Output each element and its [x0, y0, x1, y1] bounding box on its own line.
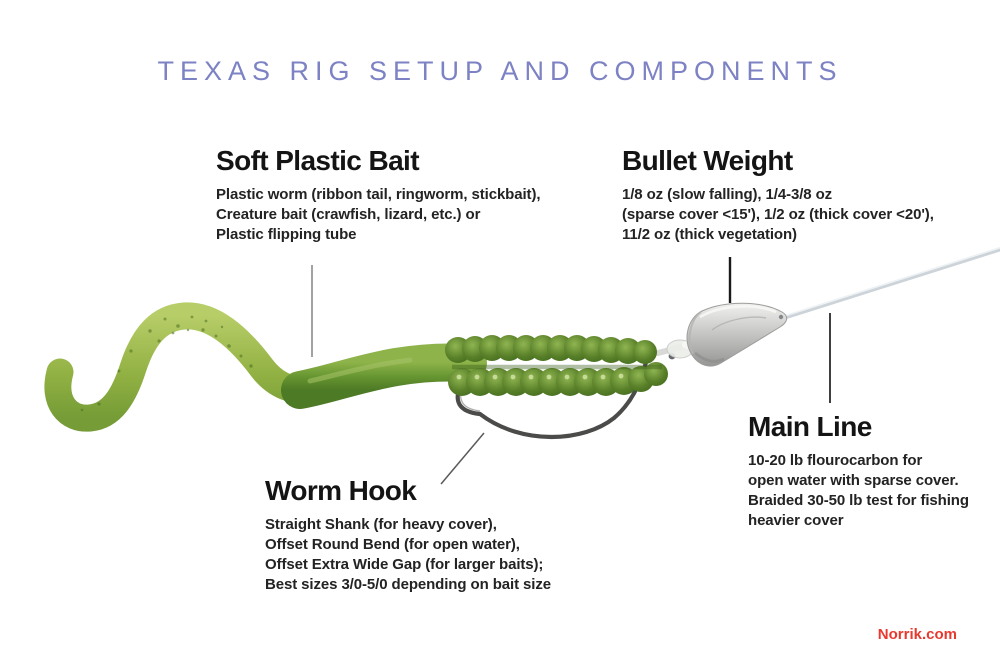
- worm-hook-description: Straight Shank (for heavy cover), Offset…: [265, 515, 551, 595]
- description-line: Plastic worm (ribbon tail, ringworm, sti…: [216, 186, 541, 203]
- worm-ribs: [432, 335, 684, 396]
- callout-line-worm-hook: [440, 432, 485, 485]
- soft-plastic-bait-description: Plastic worm (ribbon tail, ringworm, sti…: [216, 185, 541, 245]
- description-line: Offset Extra Wide Gap (for larger baits)…: [265, 556, 544, 573]
- description-line: open water with sparse cover.: [748, 472, 959, 489]
- label-main-line: Main Line 10-20 lb flourocarbon for open…: [748, 412, 969, 531]
- soft-plastic-bait-heading: Soft Plastic Bait: [216, 145, 420, 176]
- main-fishing-line: [782, 246, 1000, 321]
- page-title: TEXAS RIG SETUP AND COMPONENTS: [157, 56, 843, 86]
- main-line-heading: Main Line: [748, 411, 872, 442]
- worm-tail-speckles: [80, 315, 253, 412]
- worm-tail: [44, 302, 336, 432]
- description-line: Plastic flipping tube: [216, 226, 357, 243]
- worm-hook-heading: Worm Hook: [265, 475, 417, 506]
- description-line: Braided 30-50 lb test for fishing: [748, 492, 969, 509]
- label-worm-hook: Worm Hook Straight Shank (for heavy cove…: [265, 476, 551, 595]
- bullet-weight-heading: Bullet Weight: [622, 145, 793, 176]
- label-bullet-weight: Bullet Weight 1/8 oz (slow falling), 1/4…: [622, 146, 934, 245]
- label-soft-plastic-bait: Soft Plastic Bait Plastic worm (ribbon t…: [216, 145, 541, 245]
- description-line: 11/2 oz (thick vegetation): [622, 226, 797, 243]
- description-line: Straight Shank (for heavy cover),: [265, 516, 497, 533]
- description-line: 10-20 lb flourocarbon for: [748, 452, 923, 469]
- brand-watermark: Norrik.com: [877, 626, 957, 643]
- main-line-description: 10-20 lb flourocarbon for open water wit…: [748, 451, 969, 531]
- bullet-weight-description: 1/8 oz (slow falling), 1/4-3/8 oz (spars…: [622, 185, 934, 245]
- weight-tip-hole: [778, 314, 784, 320]
- description-line: Creature bait (crawfish, lizard, etc.) o…: [216, 206, 481, 223]
- description-line: heavier cover: [748, 512, 844, 529]
- description-line: (sparse cover <15'), 1/2 oz (thick cover…: [622, 206, 934, 223]
- description-line: 1/8 oz (slow falling), 1/4-3/8 oz: [622, 186, 833, 203]
- description-line: Best sizes 3/0-5/0 depending on bait siz…: [265, 576, 551, 593]
- description-line: Offset Round Bend (for open water),: [265, 536, 520, 553]
- worm-body-highlight: [307, 357, 413, 384]
- bullet-weight: [686, 302, 788, 367]
